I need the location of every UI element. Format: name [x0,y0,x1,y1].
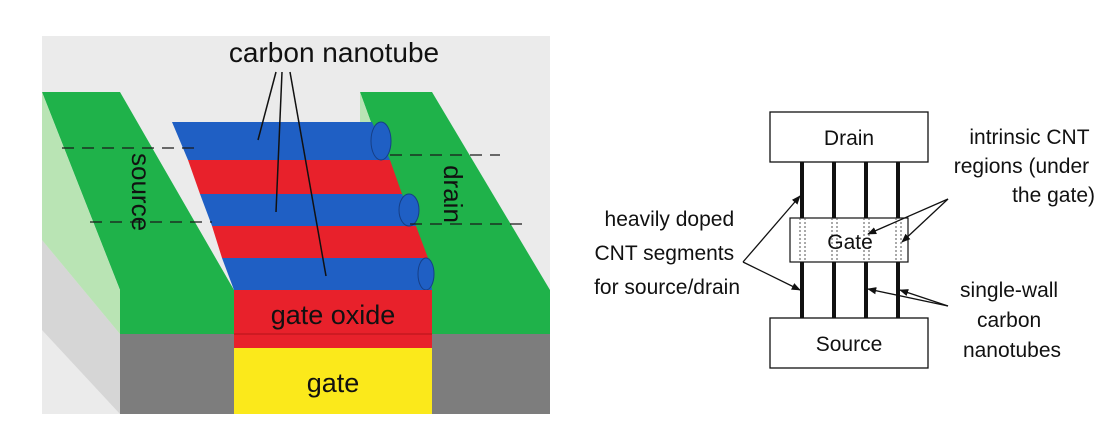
oxide-stripe-1 [188,160,402,194]
substrate-left [120,334,234,414]
substrate-right [432,334,550,414]
doped-label: heavily doped CNT segments for source/dr… [594,208,740,299]
intrinsic-label-line-3: the gate) [1012,184,1095,207]
drain-electrode-top [360,92,550,290]
gate-oxide-label: gate oxide [271,300,396,330]
doped-label-line-2: CNT segments [594,242,734,265]
gate-oxide-front [234,290,432,348]
gate-block [234,348,432,414]
swnt-arrow-left [867,287,949,307]
intrinsic-label: intrinsic CNT regions (under the gate) [954,126,1095,207]
source-electrode-top [42,92,234,290]
carbon-nanotube-label: carbon nanotube [229,37,439,68]
gate-box-label: Gate [827,231,873,254]
nanotube-pointer-1 [257,71,277,141]
substrate-side [42,240,120,414]
drain-box-label: Drain [824,127,874,150]
doped-arrow-upper [742,195,801,263]
source-box-label: Source [816,333,883,356]
source-electrode-side [42,92,120,334]
gate-label: gate [307,368,360,398]
cnt-fet-schematic: Gate Drain Source intrinsic CNT regions … [594,111,1095,369]
doped-label-line-3: for source/drain [594,276,740,299]
swnt-arrow-right [899,289,949,307]
drain-electrode-front [432,290,550,334]
nanotube-3-end [417,257,435,291]
nanotube-3 [222,258,432,290]
intrinsic-label-line-2: regions (under [954,155,1089,178]
intrinsic-arrow-left [867,198,949,235]
doped-arrow-lower [742,261,801,291]
source-label: source [126,153,156,231]
drain-box [769,111,929,163]
swnt-label: single-wall carbon nanotubes [960,279,1064,362]
doped-label-line-1: heavily doped [605,208,735,231]
nanotube-2-end [398,193,420,227]
source-electrode-front [120,290,234,334]
nanotube-1-end [370,121,392,161]
swnt-label-line-1: single-wall [960,279,1058,302]
intrinsic-arrow-right [901,198,949,243]
drain-label: drain [438,165,468,223]
nanotube-2 [200,194,416,226]
intrinsic-regions [799,218,902,262]
nanotube-pointer-3 [289,71,327,277]
cnt-fet-3d-diagram: carbon nanotube source drain gate oxide … [42,36,550,414]
intrinsic-label-line-1: intrinsic CNT [969,126,1089,149]
swnt-label-line-2: carbon [977,309,1041,332]
nanotube-1 [172,122,390,160]
gate-box [789,217,909,263]
swnt-label-line-3: nanotubes [963,339,1061,362]
nanotube-pointer-2 [275,71,283,213]
source-box [769,317,929,369]
